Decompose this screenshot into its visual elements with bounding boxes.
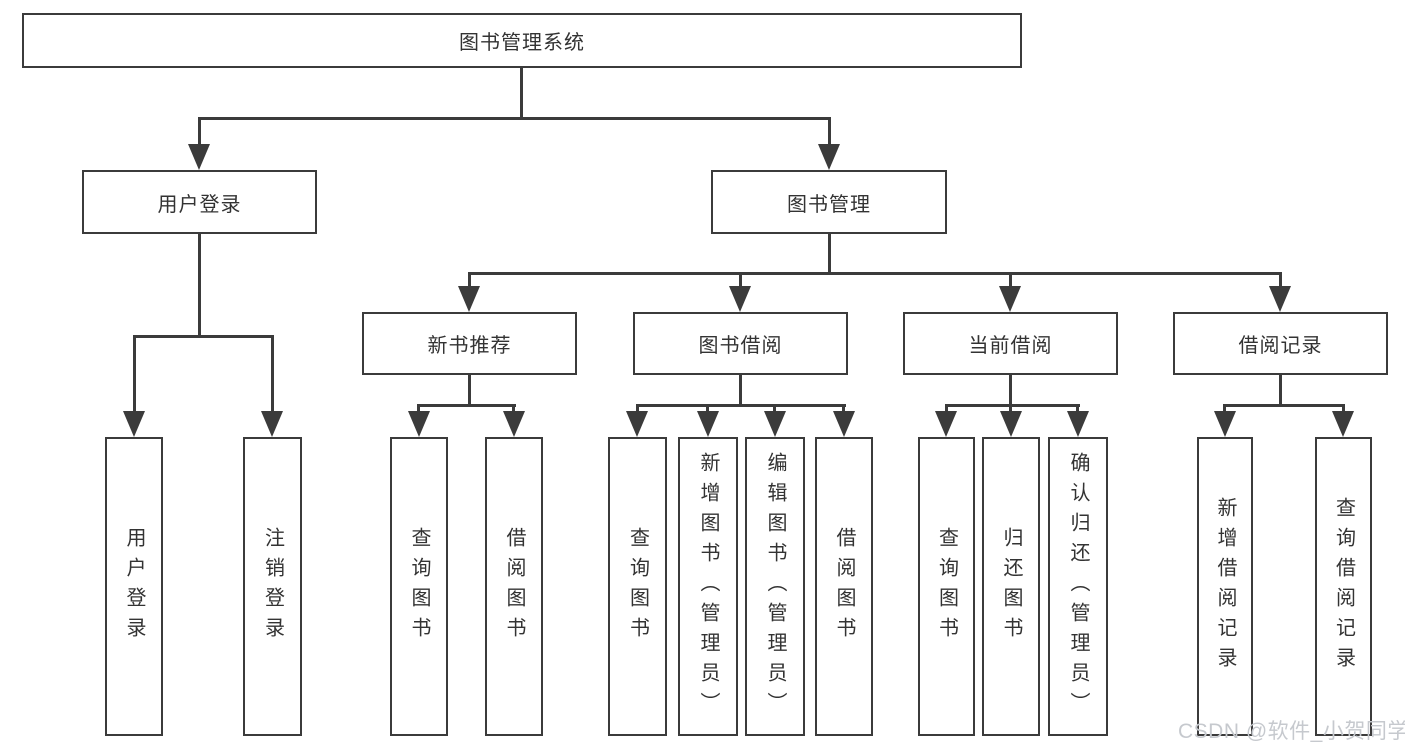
node-label: 当前借阅 <box>968 335 1053 357</box>
node-query-borrow-record: 查询借阅记录 <box>1315 437 1372 736</box>
connector-vline <box>1279 272 1282 288</box>
connector-vline <box>828 233 831 275</box>
node-add-book-admin: 新增图书（管理员） <box>678 437 738 736</box>
connector-vline <box>739 375 742 407</box>
connector-vline <box>468 375 471 407</box>
node-query-book-current: 查询图书 <box>918 437 975 736</box>
node-label: 查询借阅记录 <box>1332 496 1355 677</box>
connector-hline <box>417 404 516 407</box>
arrowhead-down-icon <box>818 144 840 170</box>
connector-hline <box>945 404 1080 407</box>
node-new-book-recommend: 新书推荐 <box>362 312 577 375</box>
node-label: 编辑图书（管理员） <box>764 451 786 722</box>
node-label: 归还图书 <box>1000 526 1022 647</box>
arrowhead-down-icon <box>999 286 1021 312</box>
arrowhead-down-icon <box>1332 411 1354 437</box>
connector-hline <box>198 117 831 120</box>
connector-vline <box>739 272 742 288</box>
connector-vline <box>636 404 639 413</box>
node-confirm-return-admin: 确认归还（管理员） <box>1048 437 1108 736</box>
node-return-book: 归还图书 <box>982 437 1040 736</box>
node-borrow-book-recommend: 借阅图书 <box>485 437 543 736</box>
arrowhead-down-icon <box>764 411 786 437</box>
connector-vline <box>828 117 831 147</box>
node-label: 注销登录 <box>261 526 284 647</box>
node-label: 确认归还（管理员） <box>1067 451 1089 722</box>
arrowhead-down-icon <box>697 411 719 437</box>
arrowhead-down-icon <box>503 411 525 437</box>
node-label: 借阅记录 <box>1238 335 1323 357</box>
connector-vline <box>198 117 201 147</box>
node-label: 图书借阅 <box>698 335 783 357</box>
node-label: 新增借阅记录 <box>1214 496 1236 677</box>
connector-vline <box>1223 404 1226 413</box>
node-edit-book-admin: 编辑图书（管理员） <box>745 437 805 736</box>
connector-hline <box>468 272 1282 275</box>
node-label: 查询图书 <box>626 526 649 647</box>
connector-vline <box>198 233 201 338</box>
connector-vline <box>271 335 274 413</box>
node-label: 新书推荐 <box>427 335 512 357</box>
node-label: 图书管理系统 <box>459 32 585 54</box>
connector-vline <box>512 404 515 413</box>
connector-vline <box>520 68 523 120</box>
arrowhead-down-icon <box>729 286 751 312</box>
node-label: 查询图书 <box>935 526 958 647</box>
connector-vline <box>1009 272 1012 288</box>
node-label: 图书管理 <box>787 193 871 216</box>
node-query-book-borrowing: 查询图书 <box>608 437 667 736</box>
node-book-borrowing: 图书借阅 <box>633 312 848 375</box>
connector-vline <box>417 404 420 413</box>
node-user-login-leaf: 用户登录 <box>105 437 163 736</box>
node-label: 用户登录 <box>123 526 145 647</box>
connector-vline <box>706 404 709 413</box>
node-system-root: 图书管理系统 <box>22 13 1022 68</box>
node-borrow-book-borrowing: 借阅图书 <box>815 437 873 736</box>
connector-vline <box>945 404 948 413</box>
connector-vline <box>468 272 471 288</box>
connector-vline <box>1009 375 1012 407</box>
connector-vline <box>842 404 845 413</box>
arrowhead-down-icon <box>626 411 648 437</box>
arrowhead-down-icon <box>833 411 855 437</box>
watermark: CSDN @软件_小贺同学 <box>1178 720 1405 743</box>
arrowhead-down-icon <box>408 411 430 437</box>
arrowhead-down-icon <box>123 411 145 437</box>
connector-vline <box>773 404 776 413</box>
connector-hline <box>636 404 846 407</box>
connector-hline <box>133 335 274 338</box>
node-label: 查询图书 <box>408 526 430 647</box>
node-logout: 注销登录 <box>243 437 302 736</box>
connector-vline <box>1009 404 1012 413</box>
connector-vline <box>1076 404 1079 413</box>
connector-vline <box>1279 375 1282 407</box>
arrowhead-down-icon <box>1000 411 1022 437</box>
arrowhead-down-icon <box>1214 411 1236 437</box>
node-label: 用户登录 <box>157 193 242 216</box>
arrowhead-down-icon <box>458 286 480 312</box>
node-label: 新增图书（管理员） <box>697 451 719 722</box>
node-query-book-recommend: 查询图书 <box>390 437 448 736</box>
node-label: 借阅图书 <box>503 526 525 647</box>
node-add-borrow-record: 新增借阅记录 <box>1197 437 1253 736</box>
node-user-login: 用户登录 <box>82 170 317 234</box>
connector-hline <box>1223 404 1345 407</box>
node-borrowing-records: 借阅记录 <box>1173 312 1388 375</box>
arrowhead-down-icon <box>261 411 283 437</box>
arrowhead-down-icon <box>1067 411 1089 437</box>
arrowhead-down-icon <box>1269 286 1291 312</box>
arrowhead-down-icon <box>188 144 210 170</box>
connector-vline <box>1342 404 1345 413</box>
node-current-borrowing: 当前借阅 <box>903 312 1118 375</box>
arrowhead-down-icon <box>935 411 957 437</box>
node-label: 借阅图书 <box>833 526 855 647</box>
connector-vline <box>133 335 136 413</box>
node-book-management: 图书管理 <box>711 170 947 234</box>
